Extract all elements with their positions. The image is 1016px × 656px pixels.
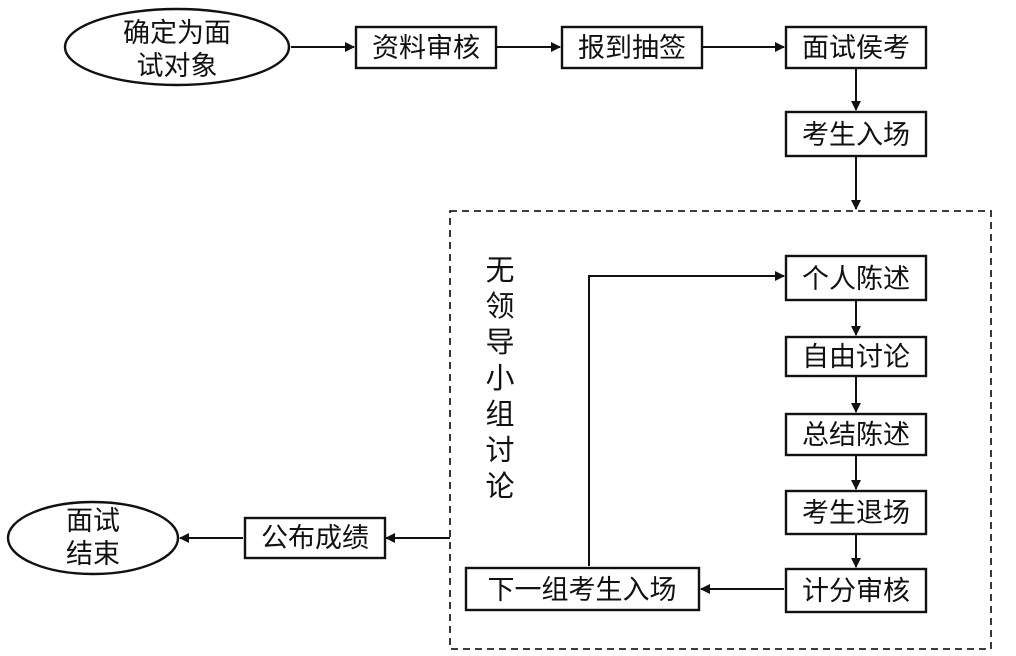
node-wait-box xyxy=(784,25,928,70)
node-publish-label: 公布成绩 xyxy=(261,523,369,554)
node-wait: 面试侯考 xyxy=(784,25,928,70)
node-exit-box xyxy=(784,489,928,536)
node-start: 确定为面 试对象 xyxy=(63,7,291,87)
node-review-box xyxy=(354,25,498,70)
edge-next-group-to-statement xyxy=(588,271,785,566)
node-next-group: 下一组考生入场 xyxy=(464,566,701,612)
node-start-line-1: 确定为面 xyxy=(123,18,231,49)
node-summary-label: 总结陈述 xyxy=(802,420,910,451)
node-next-group-box xyxy=(464,566,701,612)
node-statement-label: 个人陈述 xyxy=(802,264,910,295)
node-discussion: 自由讨论 xyxy=(784,335,928,378)
node-discussion-label: 自由讨论 xyxy=(802,342,910,373)
node-statement: 个人陈述 xyxy=(784,254,928,302)
node-end-line-2: 结束 xyxy=(66,539,120,570)
group-box-leaderless-discussion xyxy=(449,210,992,650)
node-discussion-box xyxy=(784,335,928,378)
node-scoring-box xyxy=(784,567,928,614)
node-scoring: 计分审核 xyxy=(784,567,928,614)
node-enter-box xyxy=(784,110,928,158)
group-title-char: 小 xyxy=(485,361,514,395)
node-enter-label: 考生入场 xyxy=(802,120,910,151)
node-publish: 公布成绩 xyxy=(243,516,387,560)
node-checkin: 报到抽签 xyxy=(560,25,704,70)
node-review: 资料审核 xyxy=(354,25,498,70)
node-end: 面试 结束 xyxy=(6,500,180,576)
node-enter: 考生入场 xyxy=(784,110,928,158)
node-statement-box xyxy=(784,254,928,302)
node-start-shape xyxy=(63,7,291,87)
node-start-line-2: 试对象 xyxy=(137,51,218,82)
node-end-line-1: 面试 xyxy=(66,506,120,537)
group-title-char: 导 xyxy=(485,325,514,359)
group-title-char: 讨 xyxy=(485,433,514,467)
node-checkin-box xyxy=(560,25,704,70)
group-title-char: 无 xyxy=(485,253,514,287)
group-title-char: 组 xyxy=(485,397,514,431)
node-review-label: 资料审核 xyxy=(372,33,480,64)
node-publish-box xyxy=(243,516,387,560)
group-title-leaderless-discussion: 无 领 导 小 组 讨 论 xyxy=(485,253,514,503)
edges xyxy=(179,42,861,594)
node-exit: 考生退场 xyxy=(784,489,928,536)
node-next-group-label: 下一组考生入场 xyxy=(488,575,677,606)
node-checkin-label: 报到抽签 xyxy=(578,33,686,64)
node-scoring-label: 计分审核 xyxy=(802,576,910,607)
node-exit-label: 考生退场 xyxy=(802,498,910,529)
node-wait-label: 面试侯考 xyxy=(802,33,910,64)
node-summary-box xyxy=(784,412,928,457)
node-end-shape xyxy=(6,500,180,576)
group-title-char: 领 xyxy=(485,289,514,323)
node-summary: 总结陈述 xyxy=(784,412,928,457)
group-title-char: 论 xyxy=(485,469,514,503)
